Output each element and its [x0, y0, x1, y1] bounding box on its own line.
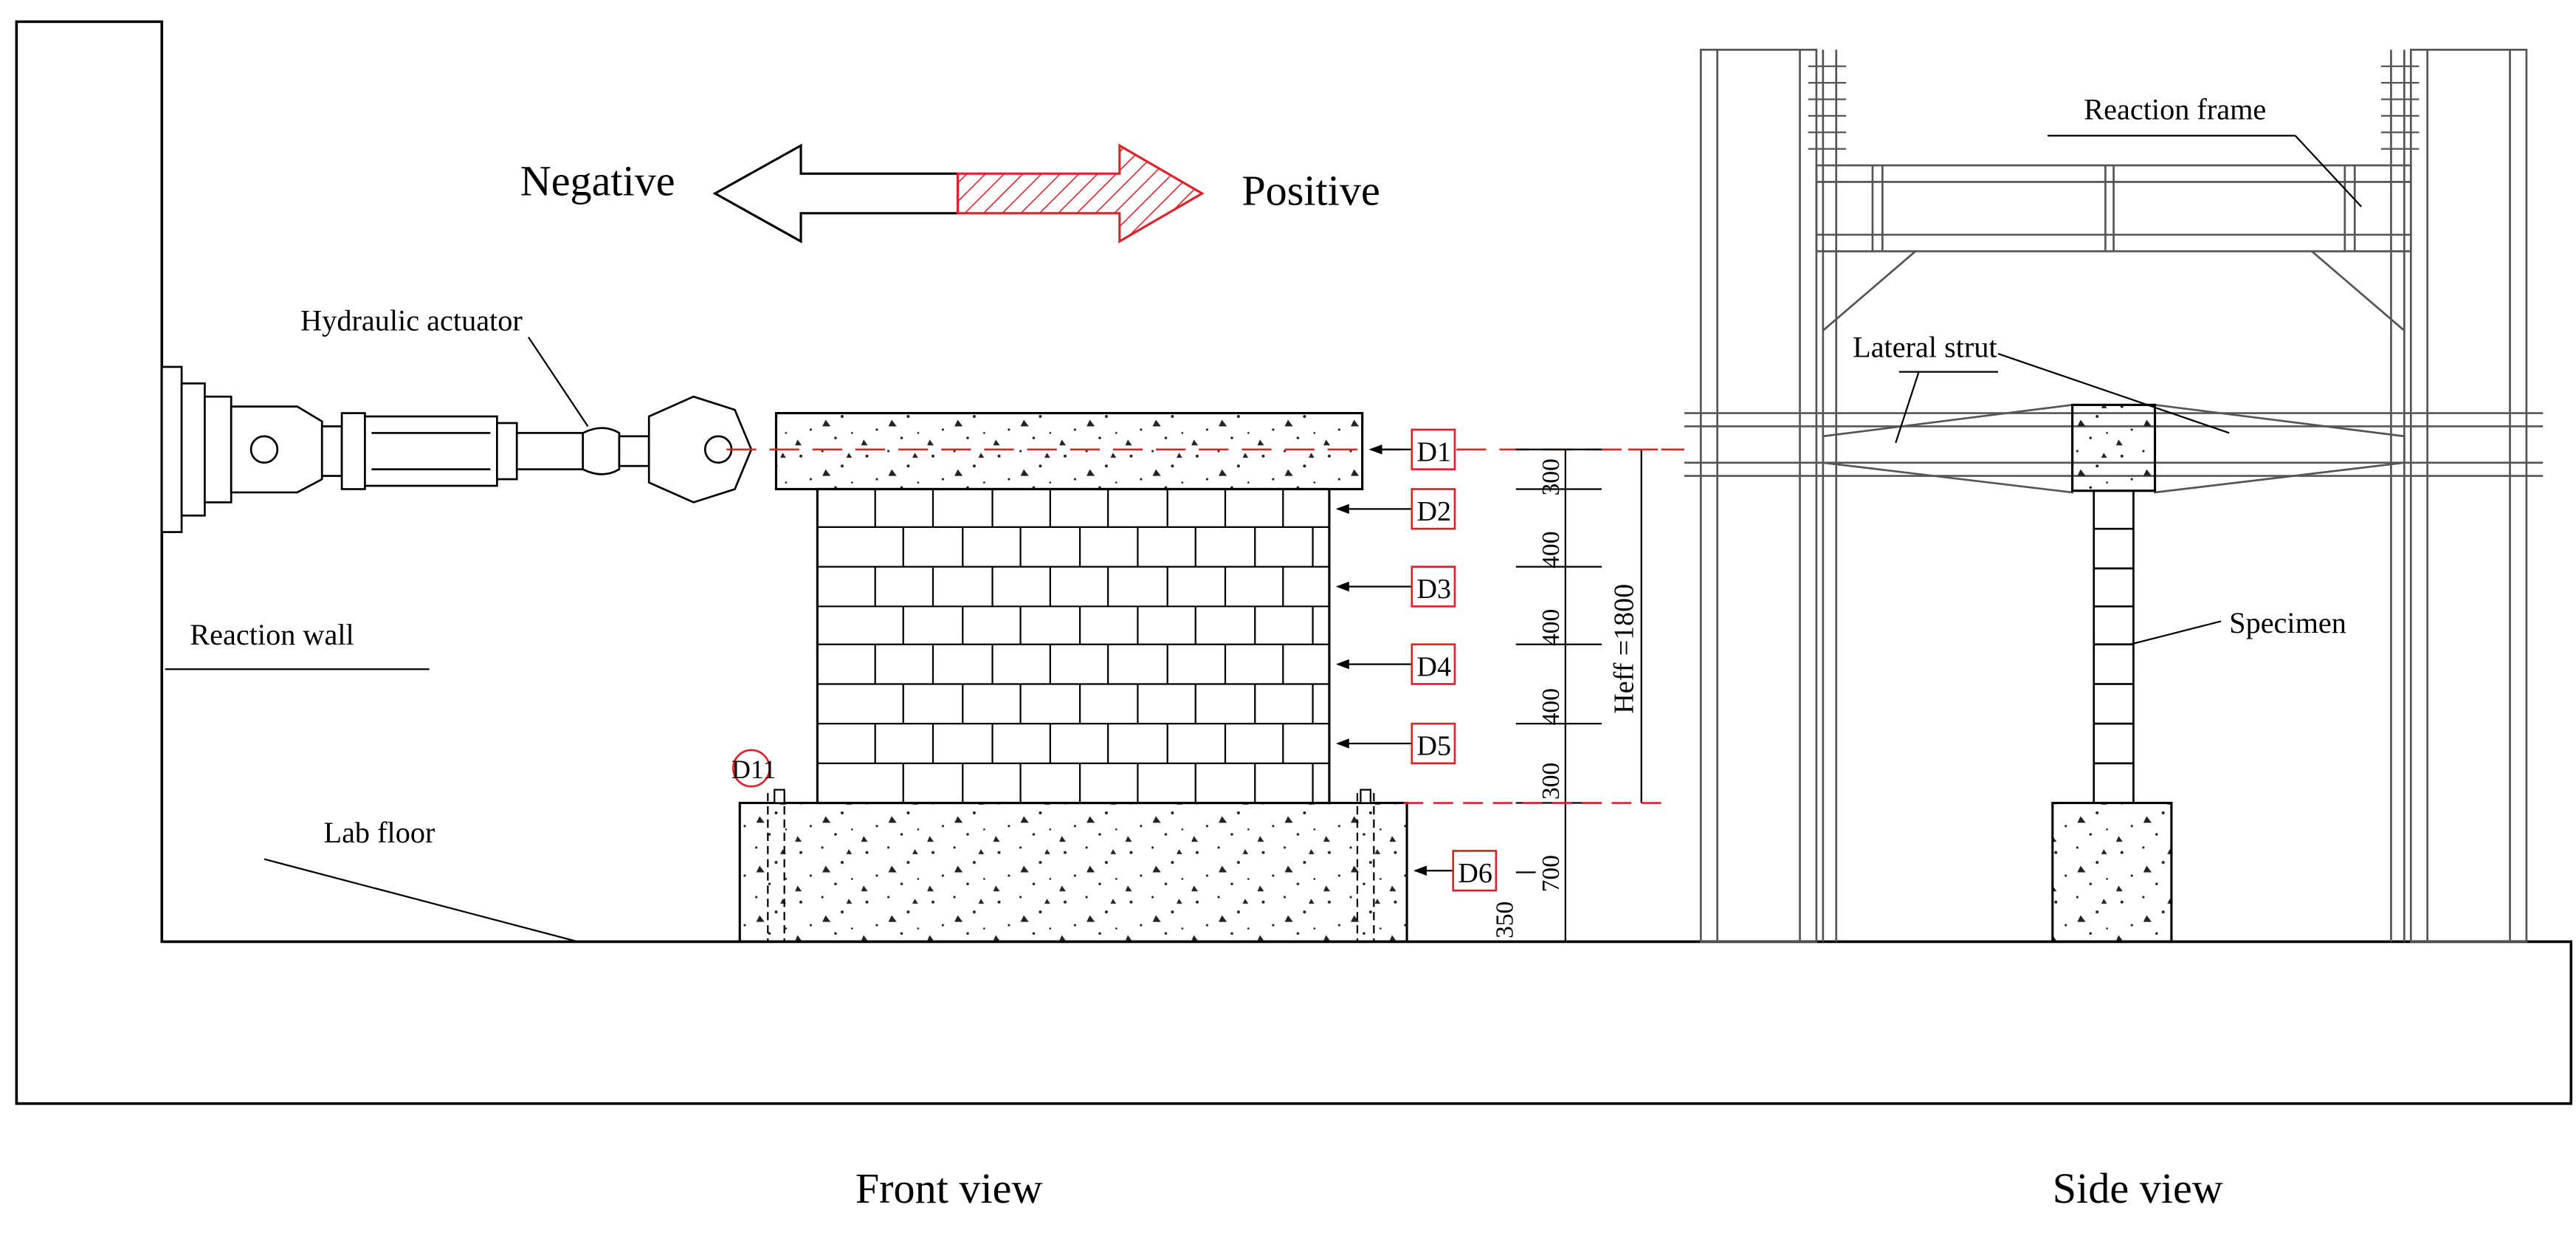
- negative-label: Negative: [520, 157, 675, 205]
- dim-300-top: 300: [1537, 458, 1565, 495]
- side-specimen: [2093, 490, 2135, 804]
- d4-label: D4: [1416, 651, 1450, 682]
- dim-400-a: 400: [1537, 532, 1565, 569]
- side-view-caption: Side view: [2053, 1164, 2223, 1212]
- top-loading-beam: [774, 411, 1364, 491]
- transducer-arrows: [1335, 444, 1453, 876]
- dim-300-bottom: 300: [1537, 763, 1565, 800]
- d5-label: D5: [1416, 731, 1450, 762]
- dim-700: 700: [1537, 855, 1565, 892]
- anchor-bolts: [767, 793, 1375, 942]
- reaction-wall-label: Reaction wall: [190, 618, 354, 651]
- reaction-frame-label: Reaction frame: [2084, 92, 2266, 126]
- lab-floor-label: Lab floor: [323, 816, 435, 849]
- transducer-boxes: [1411, 428, 1498, 892]
- dim-400-b: 400: [1537, 609, 1565, 646]
- side-top-beam: [2071, 403, 2157, 492]
- positive-arrow: [956, 143, 1205, 244]
- hydraulic-actuator-label: Hydraulic actuator: [300, 304, 523, 337]
- positive-label: Positive: [1241, 167, 1380, 215]
- masonry-wall: [816, 487, 1331, 805]
- d11-label: D11: [731, 755, 776, 784]
- d6-label: D6: [1458, 858, 1492, 889]
- hydraulic-actuator: [160, 365, 753, 533]
- dim-350: 350: [1491, 901, 1518, 938]
- base-beam: [738, 801, 1408, 944]
- lateral-strut-label: Lateral strut: [1853, 331, 1997, 364]
- d1-label: D1: [1416, 436, 1450, 467]
- d3-label: D3: [1416, 574, 1450, 605]
- d11-gauge: [731, 749, 771, 788]
- front-view-caption: Front view: [855, 1164, 1043, 1212]
- side-base-beam: [2051, 801, 2173, 944]
- dimension-lines: [1515, 448, 1643, 943]
- specimen-label: Specimen: [2229, 606, 2346, 639]
- dim-400-c: 400: [1537, 688, 1565, 725]
- reaction-wall: [15, 20, 2573, 1105]
- negative-arrow: [712, 143, 960, 244]
- d2-label: D2: [1416, 496, 1450, 527]
- dim-heff: Heff =1800: [1609, 584, 1640, 714]
- column-stiffeners: [1808, 65, 2420, 150]
